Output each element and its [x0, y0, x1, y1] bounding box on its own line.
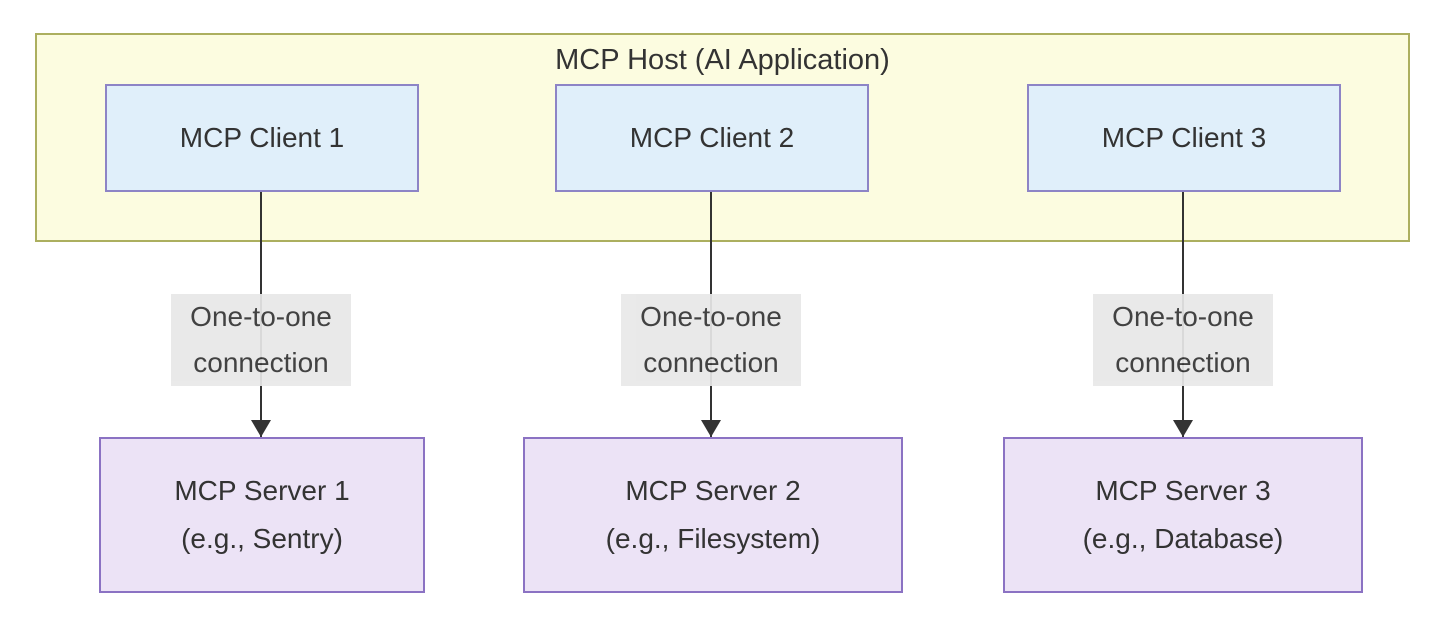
connection-label-1-line2: connection — [193, 347, 329, 378]
connection-label-3-line1: One-to-one — [1112, 301, 1254, 332]
mcp-client-2-node: MCP Client 2 — [555, 84, 869, 192]
mcp-server-1-node: MCP Server 1 (e.g., Sentry) — [99, 437, 425, 593]
mcp-client-2-label: MCP Client 2 — [629, 122, 795, 153]
connection-label-2: One-to-one connection — [621, 294, 801, 386]
mcp-client-3-label: MCP Client 3 — [1101, 122, 1267, 153]
connection-label-1: One-to-one connection — [171, 294, 351, 386]
mcp-server-1-name: MCP Server 1 — [174, 475, 350, 506]
arrowhead-down-icon — [701, 420, 721, 437]
mcp-client-1-node: MCP Client 1 — [105, 84, 419, 192]
mcp-server-3-name: MCP Server 3 — [1095, 475, 1271, 506]
mcp-server-2-node: MCP Server 2 (e.g., Filesystem) — [523, 437, 903, 593]
mcp-client-1-label: MCP Client 1 — [179, 122, 345, 153]
mcp-server-2-example: (e.g., Filesystem) — [605, 523, 821, 554]
mcp-server-1-example: (e.g., Sentry) — [181, 523, 343, 554]
connection-label-2-line1: One-to-one — [640, 301, 782, 332]
mcp-client-3-node: MCP Client 3 — [1027, 84, 1341, 192]
connection-label-1-line1: One-to-one — [190, 301, 332, 332]
mcp-server-3-example: (e.g., Database) — [1082, 523, 1284, 554]
mcp-server-3-node: MCP Server 3 (e.g., Database) — [1003, 437, 1363, 593]
mcp-server-2-name: MCP Server 2 — [625, 475, 801, 506]
connection-label-3-line2: connection — [1115, 347, 1251, 378]
arrowhead-down-icon — [1173, 420, 1193, 437]
mcp-host-title: MCP Host (AI Application) — [555, 44, 890, 76]
connection-label-3: One-to-one connection — [1093, 294, 1273, 386]
connection-label-2-line2: connection — [643, 347, 779, 378]
arrowhead-down-icon — [251, 420, 271, 437]
